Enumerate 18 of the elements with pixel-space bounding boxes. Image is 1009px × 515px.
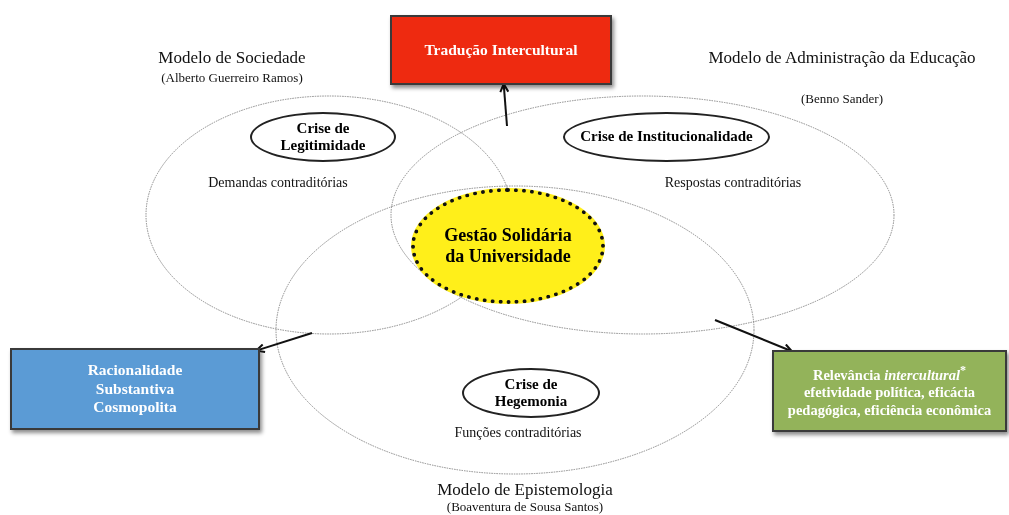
text-box: Tradução Intercultural: [390, 15, 612, 85]
circle-caption: Funções contraditórias: [453, 425, 583, 442]
model-heading: Modelo de Sociedade: [157, 48, 307, 68]
author-name: (Benno Sander): [800, 92, 884, 107]
ellipse-label: Crise de Hegemonia: [462, 368, 600, 418]
text-box: Racionalidade Substantiva Cosmopolita: [10, 348, 260, 430]
arrow: [255, 332, 313, 354]
arrow: [714, 319, 793, 353]
ellipse-label: Crise de Legitimidade: [250, 112, 396, 162]
model-heading: Modelo de Epistemologia: [436, 480, 614, 500]
circle-caption: Respostas contraditórias: [663, 175, 803, 192]
author-name: (Boaventura de Sousa Santos): [445, 500, 605, 515]
center-circle: Gestão Solidária da Universidade: [411, 188, 605, 304]
model-heading: Modelo de Administração da Educação: [707, 48, 977, 68]
circle-caption: Demandas contraditórias: [207, 175, 349, 192]
author-name: (Alberto Guerreiro Ramos): [160, 71, 304, 86]
text-box: Relevância intercultural$^{*}$ efetividade política, eficácia pedagógica, eficiência econômica: [772, 350, 1007, 432]
ellipse-label: Crise de Institucionalidade: [563, 112, 770, 162]
